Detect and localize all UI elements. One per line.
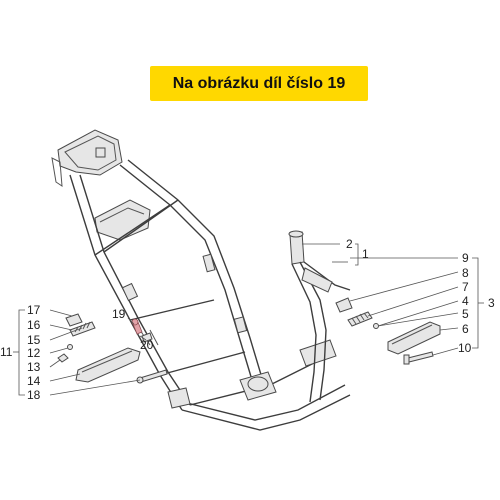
banner-text: Na obrázku díl číslo 19 [172, 74, 346, 92]
callout-10: 10 [458, 341, 472, 355]
callout-labels: 2 1 9 8 7 3 4 5 6 10 17 16 15 11 12 13 1… [0, 237, 495, 402]
callout-13: 13 [27, 360, 41, 374]
left-footrest-parts [57, 313, 168, 384]
right-footrest-parts [335, 297, 441, 365]
part-number-banner: Na obrázku díl číslo 19 [150, 66, 368, 101]
callout-2: 2 [346, 237, 353, 251]
callout-17: 17 [27, 303, 41, 317]
callout-12: 12 [27, 346, 41, 360]
callout-15: 15 [27, 333, 41, 347]
callout-7: 7 [462, 280, 469, 294]
callout-9: 9 [462, 251, 469, 265]
callout-5: 5 [462, 307, 469, 321]
leader-lines [13, 243, 484, 396]
callout-16: 16 [27, 318, 41, 332]
callout-3: 3 [488, 296, 495, 310]
callout-19: 19 [112, 307, 126, 321]
callout-14: 14 [27, 374, 41, 388]
callout-8: 8 [462, 266, 469, 280]
callout-6: 6 [462, 322, 469, 336]
callout-11: 11 [0, 345, 13, 359]
callout-20: 20 [140, 338, 154, 352]
callout-4: 4 [462, 294, 469, 308]
callout-1: 1 [362, 247, 369, 261]
main-frame [51, 129, 351, 431]
callout-18: 18 [27, 388, 41, 402]
